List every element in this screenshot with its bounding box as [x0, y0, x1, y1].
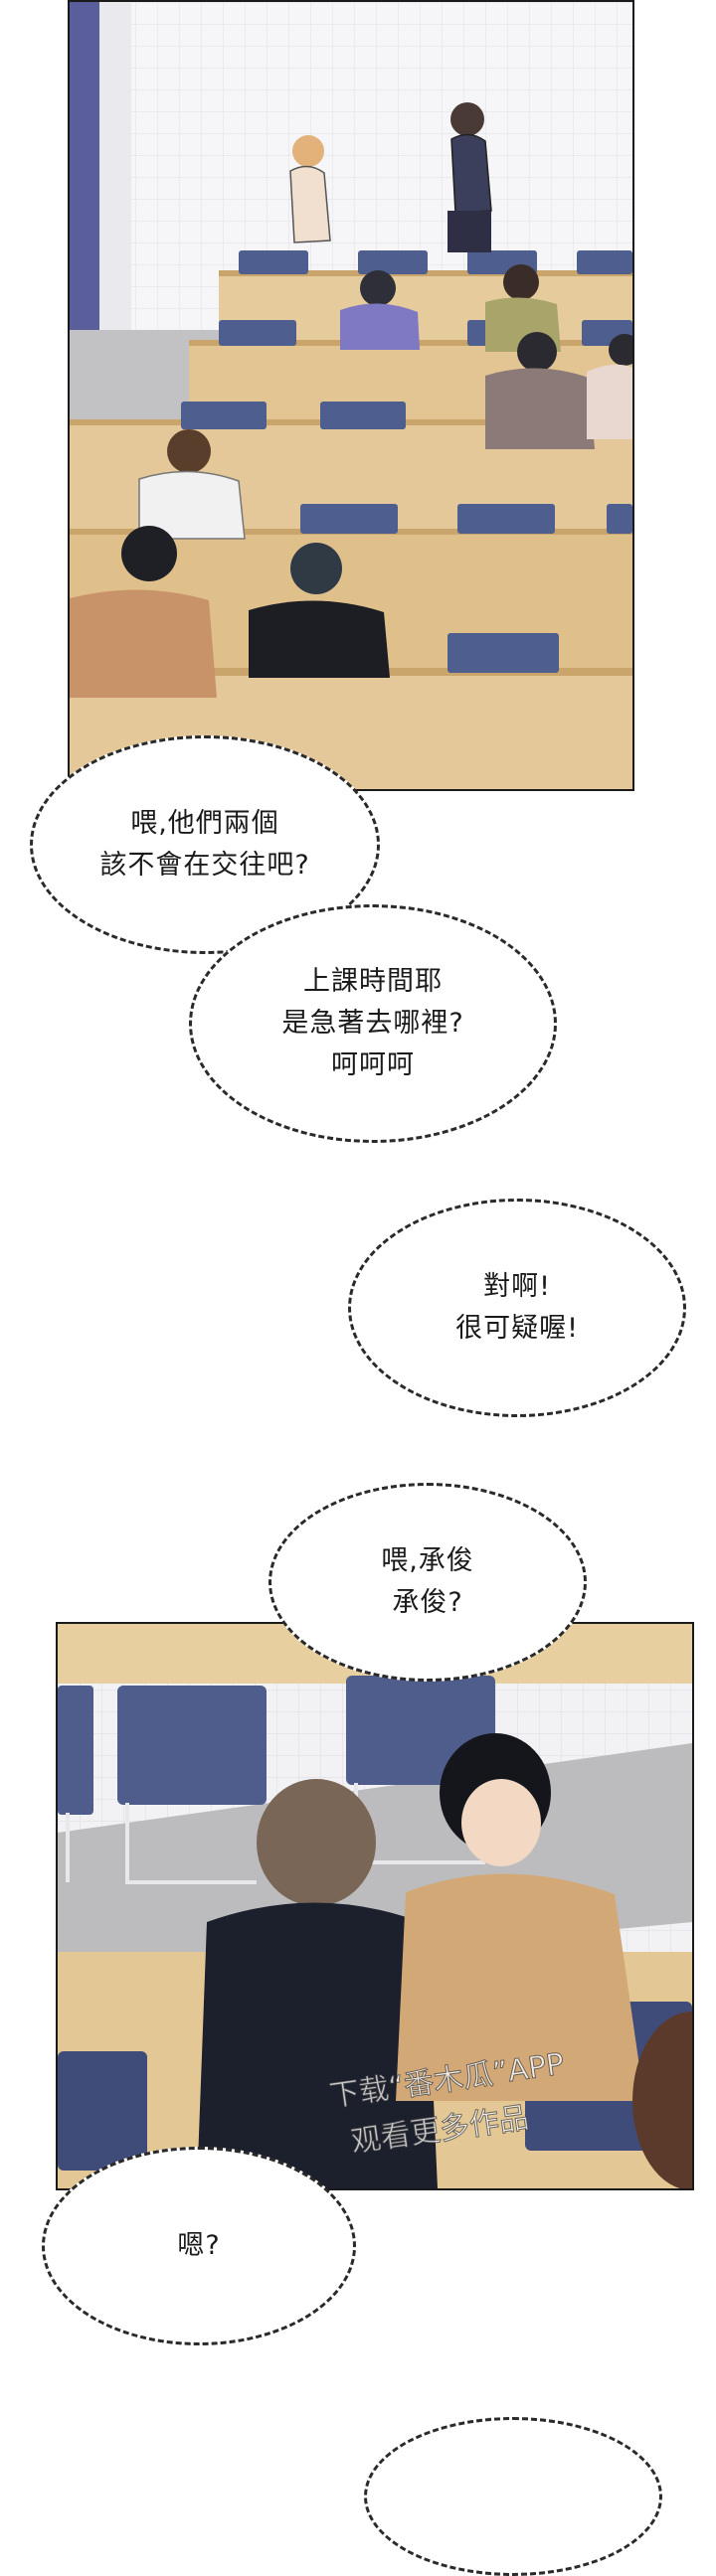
- comic-panel-lecture-hall: [68, 0, 634, 791]
- door-frame: [70, 2, 99, 360]
- chairs: [181, 250, 632, 673]
- speech-bubble: 對啊! 很可疑喔!: [348, 1199, 686, 1417]
- speech-bubble: 嗯?: [42, 2147, 356, 2345]
- student-back-view: [197, 1779, 438, 2188]
- speech-bubble-text: 對啊! 很可疑喔!: [455, 1271, 579, 1344]
- seated-pair-illustration: [58, 1624, 692, 2188]
- speech-bubble-text: 嗯?: [177, 2230, 221, 2262]
- speech-bubble-partial: [364, 2417, 662, 2576]
- walking-students: [289, 102, 492, 252]
- seated-students: [70, 264, 632, 698]
- speech-bubble-text: 喂,承俊 承俊?: [381, 1545, 474, 1618]
- partial-head-right: [632, 2012, 692, 2188]
- speech-bubble-text: 上課時間耶 是急著去哪裡? 呵呵呵: [281, 966, 464, 1080]
- speech-bubble: 喂,承俊 承俊?: [268, 1483, 587, 1682]
- comic-panel-seated-pair: [56, 1622, 694, 2190]
- speech-bubble-text: 喂,他們兩個 該不會在交往吧?: [99, 808, 310, 881]
- student-talking: [396, 1733, 644, 2101]
- speech-bubble: 喂,他們兩個 該不會在交往吧?: [30, 735, 380, 954]
- speech-bubble: 上課時間耶 是急著去哪裡? 呵呵呵: [189, 904, 557, 1143]
- lecture-hall-illustration: [70, 2, 632, 789]
